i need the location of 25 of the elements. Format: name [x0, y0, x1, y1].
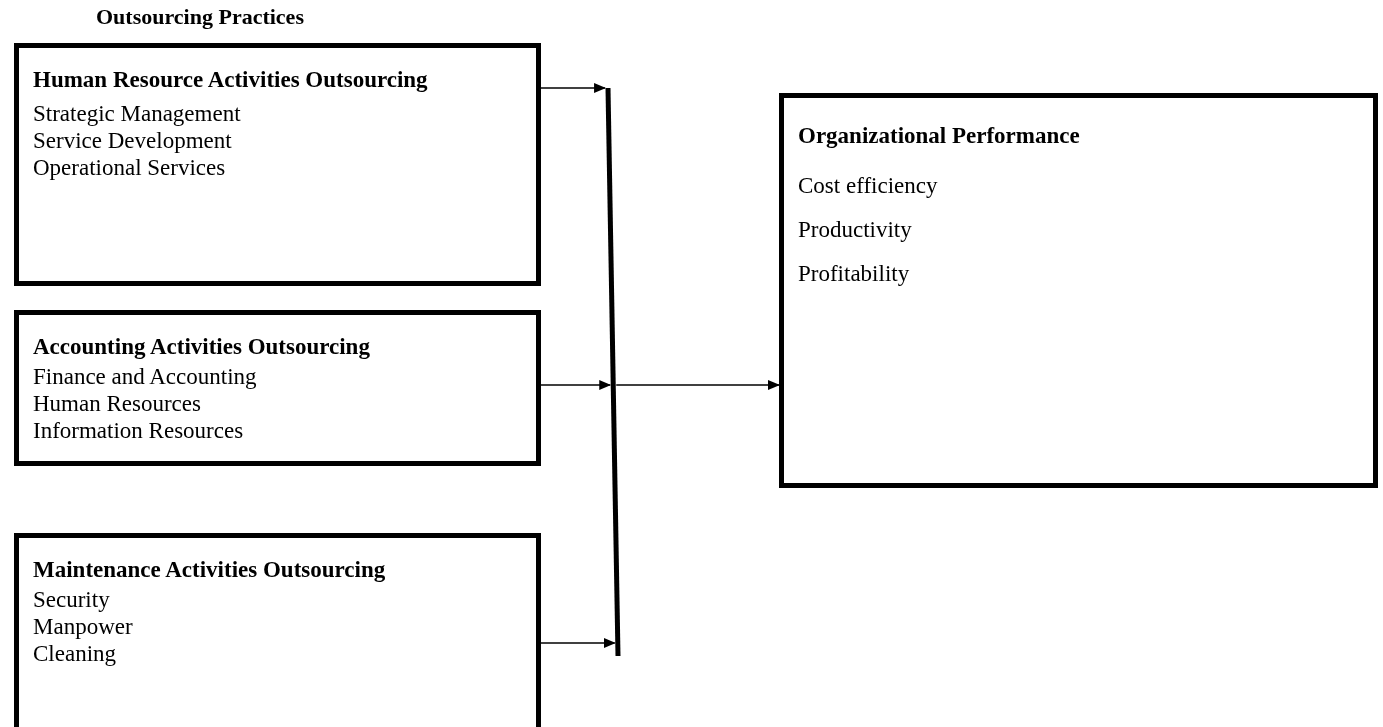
arrow: [615, 380, 780, 390]
diagram-title: Outsourcing Practices: [96, 4, 304, 30]
box-item: Productivity: [798, 216, 913, 244]
box-heading: Accounting Activities Outsourcing: [33, 333, 371, 361]
concept-box: [14, 43, 541, 286]
arrow: [540, 638, 616, 648]
box-item: Human Resources: [33, 390, 202, 417]
box-heading: Organizational Performance: [798, 122, 1081, 150]
concept-box: [14, 310, 541, 466]
arrow: [540, 83, 607, 93]
box-item: Cost efficiency: [798, 172, 939, 200]
box-item: Security: [33, 586, 111, 613]
box-heading: Maintenance Activities Outsourcing: [33, 556, 387, 584]
box-item: Service Development: [33, 127, 233, 154]
box-heading: Human Resource Activities Outsourcing: [33, 66, 429, 94]
concept-box: [14, 533, 541, 727]
box-item: Operational Services: [33, 154, 227, 181]
arrow: [540, 380, 612, 390]
box-item: Information Resources: [33, 417, 245, 444]
box-item: Cleaning: [33, 640, 118, 667]
box-item: Finance and Accounting: [33, 363, 258, 390]
box-item: Manpower: [33, 613, 134, 640]
concept-box: [779, 93, 1378, 488]
box-item: Profitability: [798, 260, 911, 288]
box-item: Strategic Management: [33, 100, 242, 127]
